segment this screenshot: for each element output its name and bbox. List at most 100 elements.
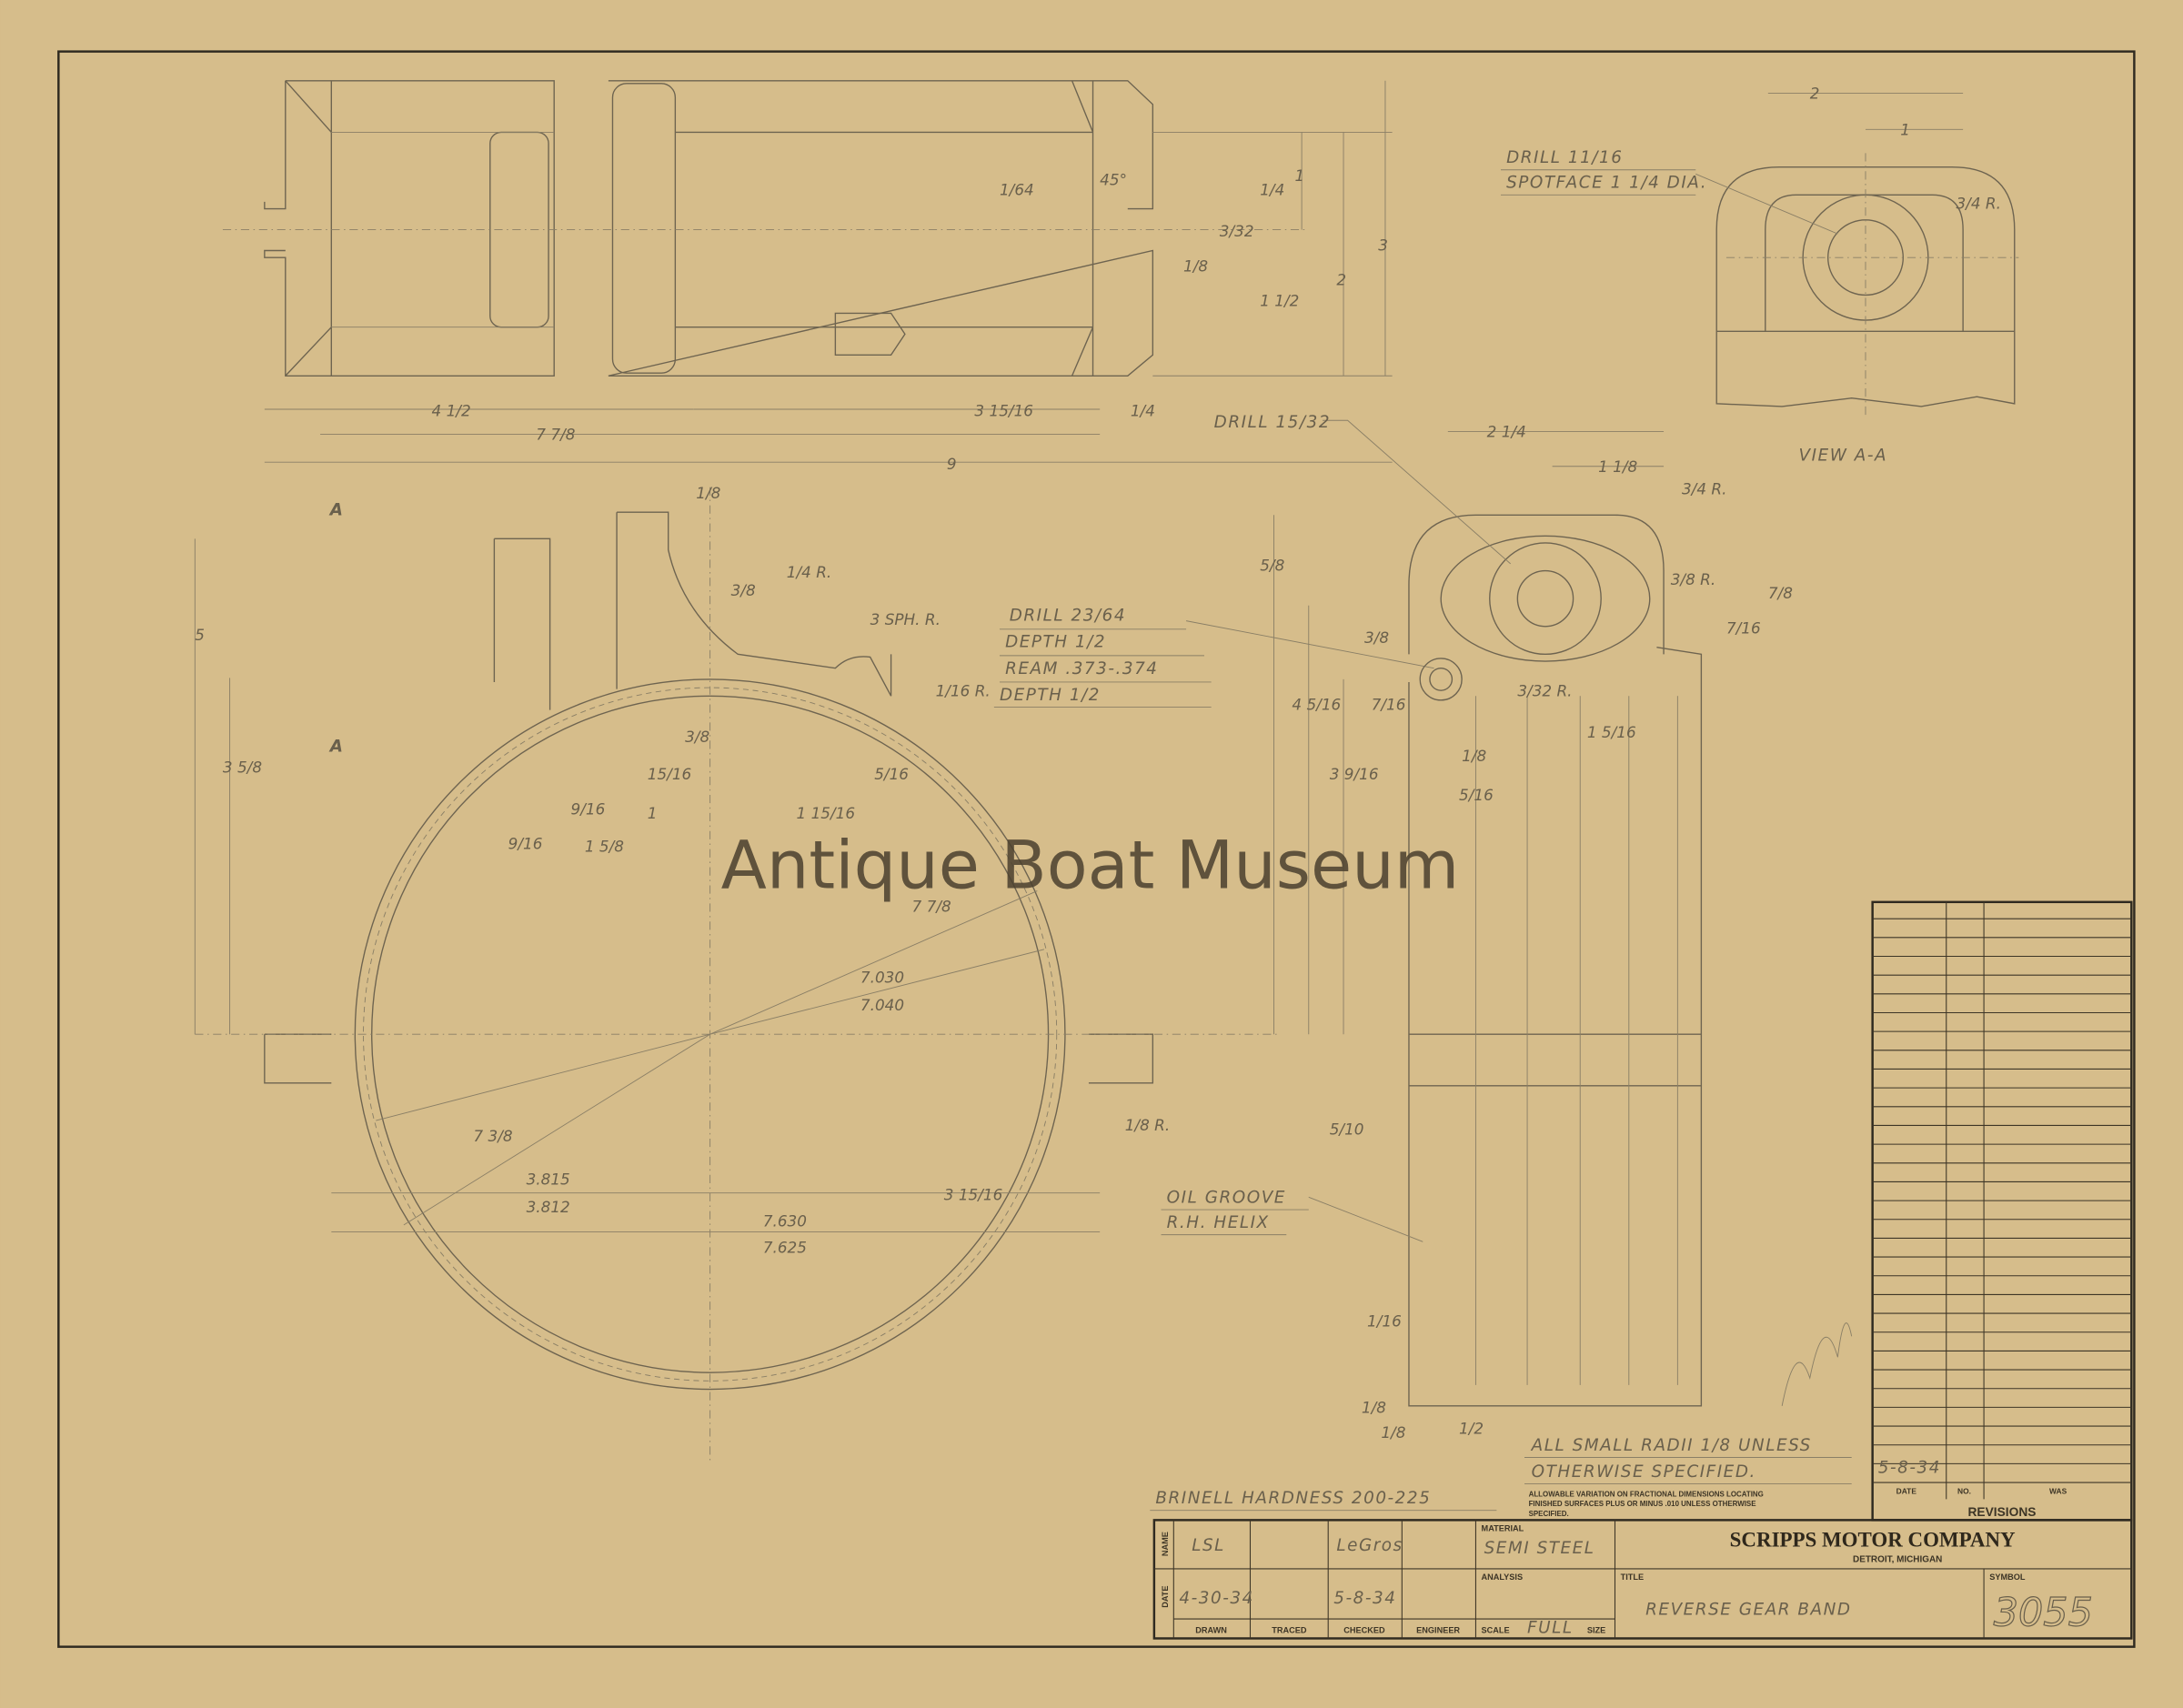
dim-label: 5/8 — [1260, 557, 1284, 575]
dim-label: 7/8 — [1768, 584, 1793, 602]
column-label: DRAWN — [1195, 1625, 1227, 1634]
section-mark: A — [328, 500, 345, 519]
dim-label: 2 — [1336, 271, 1346, 289]
analysis-label: ANALYSIS — [1482, 1572, 1524, 1582]
oil-groove-note: OIL GROOVE — [1167, 1188, 1286, 1207]
drawing-title: REVERSE GEAR BAND — [1645, 1600, 1851, 1619]
drill-note-line: DEPTH 1/2 — [1005, 633, 1106, 652]
dim-label: 7/16 — [1726, 618, 1761, 637]
material-label: MATERIAL — [1482, 1524, 1524, 1533]
spotface-note: SPOTFACE 1 1/4 DIA. — [1506, 174, 1707, 193]
dim-label: 1/16 R. — [936, 681, 991, 699]
dim-label: 1/8 — [1462, 747, 1486, 765]
dim-label: 7 7/8 — [912, 898, 951, 916]
dim-label: 1/8 — [1381, 1423, 1405, 1442]
drawn-name: LSL — [1192, 1536, 1225, 1555]
side-view: DRILL 15/32 OIL GROOVE R.H. HELIX 2 1/4 … — [1161, 413, 1793, 1442]
dim-label: 1 15/16 — [797, 804, 856, 822]
dim-label: 3 15/16 — [944, 1185, 1003, 1203]
dim-label: 3/8 — [685, 728, 709, 746]
top-view: 4 1/2 3 15/16 7 7/8 9 1/4 3 2 1 1 1/2 1/… — [222, 80, 1393, 473]
dim-label: 1 — [1900, 120, 1910, 138]
row-label: DATE — [1161, 1586, 1170, 1608]
revision-header: DATE — [1896, 1486, 1917, 1495]
revision-header: NO. — [1957, 1486, 1971, 1495]
dim-label: 4 5/16 — [1292, 696, 1341, 714]
dim-label: 1/8 — [696, 484, 720, 502]
dim-label: 9/16 — [571, 799, 606, 818]
dim-label: 7.030 — [860, 969, 904, 987]
dim-label: 15/16 — [648, 765, 692, 783]
company-name: SCRIPPS MOTOR COMPANY — [1730, 1528, 2016, 1551]
dim-label: 1/4 — [1131, 402, 1155, 420]
dim-label: 1/8 — [1183, 256, 1208, 275]
dim-label: 3/8 — [1364, 628, 1389, 647]
dim-label: 9/16 — [508, 835, 543, 853]
symbol-label: SYMBOL — [1989, 1572, 2026, 1582]
dim-label: 3 15/16 — [974, 402, 1033, 420]
dim-label: 9 — [947, 455, 957, 473]
variation-note: FINISHED SURFACES PLUS OR MINUS .010 UNL… — [1529, 1500, 1756, 1508]
dim-label: 3.815 — [527, 1170, 570, 1189]
revision-header: WAS — [2049, 1486, 2067, 1495]
brinell-note: BRINELL HARDNESS 200-225 — [1155, 1489, 1431, 1508]
dim-label: 5/10 — [1330, 1120, 1364, 1138]
radii-note: ALL SMALL RADII 1/8 UNLESS — [1531, 1436, 1812, 1455]
dim-label: 7.630 — [763, 1211, 807, 1230]
column-label: ENGINEER — [1416, 1625, 1460, 1634]
dim-label: 2 — [1810, 85, 1820, 103]
scale-value: FULL — [1527, 1618, 1574, 1637]
company-location: DETROIT, MICHIGAN — [1853, 1554, 1942, 1564]
dim-label: 2 1/4 — [1487, 423, 1526, 441]
dim-label: 3/4 R. — [1956, 195, 2000, 213]
drill-note-line: DEPTH 1/2 — [1000, 686, 1101, 705]
variation-note: ALLOWABLE VARIATION ON FRACTIONAL DIMENS… — [1529, 1490, 1764, 1498]
dim-label: 1 5/16 — [1587, 723, 1636, 741]
drill-note: DRILL 11/16 — [1506, 148, 1623, 167]
material-value: SEMI STEEL — [1484, 1539, 1595, 1558]
view-label: VIEW A-A — [1799, 447, 1888, 466]
watermark: Antique Boat Museum — [721, 827, 1460, 904]
title-label: TITLE — [1621, 1572, 1644, 1582]
view-a-a: 2 1 3/4 R. DRILL 11/16 SPOTFACE 1 1/4 DI… — [1500, 85, 2019, 466]
dim-label: 7 7/8 — [536, 426, 575, 444]
drill-note: DRILL 15/32 — [1214, 413, 1331, 432]
dim-label: 3.812 — [527, 1198, 570, 1216]
dim-label: 1 1/2 — [1260, 292, 1299, 310]
column-label: TRACED — [1272, 1625, 1307, 1634]
dim-label: 1/4 — [1260, 180, 1284, 198]
checked-name: LeGros — [1336, 1536, 1403, 1555]
dim-label: 5/16 — [874, 765, 909, 783]
sph-note: 3 SPH. R. — [870, 610, 941, 628]
radii-note: OTHERWISE SPECIFIED. — [1532, 1462, 1756, 1482]
column-label: CHECKED — [1343, 1625, 1385, 1634]
dim-label: 3/32 R. — [1517, 681, 1572, 699]
dim-label: 4 1/2 — [432, 402, 471, 420]
dim-label: 1/4 R. — [787, 563, 831, 581]
variation-note: SPECIFIED. — [1529, 1510, 1569, 1518]
dim-label: 1/64 — [1000, 180, 1034, 198]
revisions-title: REVISIONS — [1968, 1505, 2037, 1519]
scale-label: SCALE — [1482, 1625, 1510, 1634]
dim-label: 3/8 — [731, 581, 756, 599]
dim-label: 1/2 — [1459, 1419, 1484, 1437]
dim-label: 3 5/8 — [223, 758, 262, 776]
dim-label: 7.625 — [763, 1239, 807, 1257]
checked-date: 5-8-34 — [1333, 1589, 1396, 1608]
row-label: NAME — [1161, 1532, 1170, 1556]
dim-label: 1/8 R. — [1125, 1116, 1170, 1134]
dim-label: 7.040 — [860, 996, 904, 1014]
dim-label: 3 9/16 — [1330, 765, 1379, 783]
dim-label: 7 3/8 — [473, 1127, 512, 1145]
drawing-symbol: 3055 — [1994, 1591, 2093, 1636]
dim-label: 5 — [195, 626, 205, 644]
dim-label: 7/16 — [1372, 696, 1406, 714]
sheet-border — [57, 50, 2136, 1648]
dim-label: 3/4 R. — [1682, 479, 1726, 497]
dim-label: 1/16 — [1367, 1312, 1402, 1331]
revision-date: 5-8-34 — [1878, 1458, 1941, 1477]
dim-label: 1 5/8 — [585, 838, 624, 856]
dim-label: 3 — [1378, 236, 1388, 255]
dim-label: 1 — [1294, 166, 1304, 185]
